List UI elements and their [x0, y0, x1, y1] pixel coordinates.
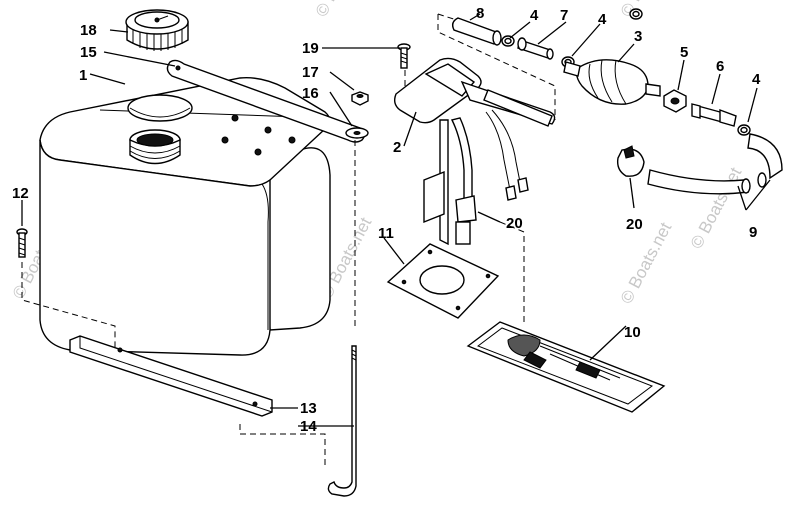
watermark: © Boats.net — [312, 0, 371, 20]
callout-2: 2 — [393, 139, 401, 156]
callout-19: 19 — [302, 40, 319, 57]
connector-fitting — [517, 37, 554, 60]
screw-left — [16, 228, 28, 258]
watermark: © Boats.net — [617, 0, 676, 20]
filler-cap-icon[interactable] — [125, 9, 189, 51]
callout-11: 11 — [378, 225, 394, 242]
callout-4: 4 — [598, 11, 607, 28]
callout-4: 4 — [530, 7, 539, 24]
callout-15: 15 — [80, 44, 97, 61]
watermark: © Boats.net — [687, 164, 746, 252]
callout-1: 1 — [79, 67, 87, 84]
callout-3: 3 — [634, 28, 642, 45]
callout-labels: 1 2 3 4 4 4 5 6 7 8 9 10 11 12 13 14 15 … — [12, 5, 761, 435]
hose-clamp — [501, 35, 515, 47]
callout-14: 14 — [300, 418, 317, 435]
fitting-nut — [663, 89, 687, 113]
primer-bulb-icon[interactable] — [563, 8, 661, 105]
callout-8: 8 — [476, 5, 484, 22]
callout-9: 9 — [749, 224, 757, 241]
gasket[interactable] — [386, 243, 500, 319]
quick-connect-fitting — [691, 103, 737, 127]
hose-short[interactable] — [451, 17, 502, 46]
fuel-pickup-assembly[interactable] — [393, 57, 556, 246]
fuel-tank-icon[interactable] — [39, 77, 331, 356]
hose-clamp — [737, 124, 751, 136]
callout-20: 20 — [506, 215, 523, 232]
callout-16: 16 — [302, 85, 319, 102]
callout-12: 12 — [12, 185, 29, 202]
callout-5: 5 — [680, 44, 688, 61]
tie-rod[interactable] — [327, 345, 357, 497]
callout-7: 7 — [560, 7, 568, 24]
washer — [345, 127, 369, 139]
fuel-hose[interactable] — [647, 133, 783, 195]
nut — [351, 91, 369, 106]
callout-10: 10 — [624, 324, 641, 341]
mounting-bracket[interactable] — [69, 335, 273, 417]
callout-18: 18 — [80, 22, 97, 39]
callout-20: 20 — [626, 216, 643, 233]
screw — [397, 43, 411, 69]
callout-17: 17 — [302, 64, 319, 81]
callout-6: 6 — [716, 58, 724, 75]
gauge-plate[interactable] — [466, 321, 666, 413]
callout-13: 13 — [300, 400, 317, 417]
tank-strap[interactable] — [166, 59, 366, 143]
spring-clamp — [616, 145, 645, 177]
callout-4: 4 — [752, 71, 761, 88]
leader-lines — [21, 13, 771, 427]
